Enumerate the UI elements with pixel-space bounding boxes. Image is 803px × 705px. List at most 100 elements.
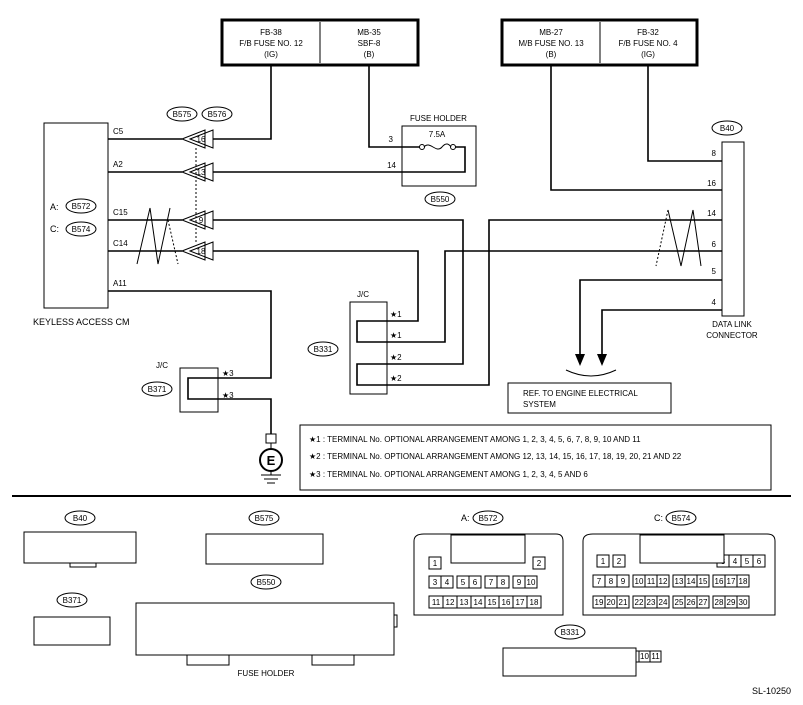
face-b331-pin: 10	[638, 650, 651, 663]
connector-b574-badge	[65, 221, 97, 237]
face-b572-pin-number: 10	[527, 578, 536, 587]
face-b572-pin: 17	[512, 595, 528, 609]
fuse-symbol	[423, 143, 452, 150]
wire-c5	[108, 65, 272, 140]
connector-b575: B575	[173, 110, 192, 119]
fuse-box-left: FB-38 F/B FUSE NO. 12 (IG) MB-35 SBF-8 (…	[220, 18, 420, 67]
face-b331-pin-number: 10	[640, 652, 649, 661]
ref-engine-electrical: REF. TO ENGINE ELECTRICAL SYSTEM	[507, 382, 672, 414]
face-b574-pin: 21	[616, 595, 630, 609]
face-b574-pin: 13	[672, 574, 686, 588]
face-b40-badge	[64, 510, 96, 526]
fuse-fb38-line2: F/B FUSE NO. 12	[239, 39, 303, 48]
face-b574-pin: 11	[644, 574, 658, 588]
face-b371-body	[33, 616, 111, 646]
face-b572-pin-number: 16	[502, 598, 511, 607]
connector-b40: B40	[720, 124, 735, 133]
fuse-fb32-line2: F/B FUSE NO. 4	[618, 39, 678, 48]
face-b572-pin: 7	[484, 575, 498, 589]
face-b572-pin: 14	[470, 595, 486, 609]
fuse-mb35-line2: SBF-8	[358, 39, 381, 48]
face-b574-pin-number: 13	[675, 577, 684, 586]
fuse-mb27-line2: M/B FUSE NO. 13	[518, 39, 584, 48]
connector-b576-badge	[201, 106, 233, 122]
face-b574-pin: 24	[656, 595, 670, 609]
face-b574-pin: 16	[712, 574, 726, 588]
cm-pin-a2: A2	[113, 160, 123, 169]
inline-connector-9: 9	[180, 210, 214, 230]
wire-sbf8	[368, 65, 420, 148]
face-b574-pin-number: 2	[617, 557, 622, 566]
connector-b572: B572	[72, 202, 91, 211]
face-b572-pin-number: 14	[474, 598, 483, 607]
fuse-mb35-line3: (B)	[364, 50, 375, 59]
dlc-pin-14: 14	[707, 209, 716, 218]
face-b572-pin-number: 18	[530, 598, 539, 607]
face-b574-pin-number: 17	[727, 577, 736, 586]
cm-label-c: C:	[50, 224, 59, 234]
face-b574-badge	[665, 510, 697, 526]
face-b575-body	[205, 533, 324, 565]
cm-pin-c14: C14	[113, 239, 128, 248]
jc2-pin-3b: ★3	[222, 391, 234, 400]
joint-connector-b371: J/C ★3 ★3 B371	[141, 361, 272, 434]
face-b331-pin: 11	[649, 650, 662, 663]
dlc-label-line1: DATA LINK	[712, 320, 752, 329]
face-b574-pin-number: 20	[607, 598, 616, 607]
inline-connector-16: 16	[180, 129, 214, 149]
fuse-mb27-line1: MB-27	[539, 28, 563, 37]
face-b574-pin-number: 1	[601, 557, 606, 566]
face-b574-pin: 9	[616, 574, 630, 588]
face-b572-pin-number: 9	[517, 578, 522, 587]
connector-b371: B371	[148, 385, 167, 394]
face-b550-label: B550	[257, 578, 276, 587]
wire-dlc-5	[579, 279, 722, 356]
connector-b575-badge	[166, 106, 198, 122]
connector-b40-badge	[711, 120, 743, 136]
wire-dlc-16	[550, 65, 722, 191]
face-b572-pin-number: 4	[445, 578, 450, 587]
face-b572-pin-number: 7	[489, 578, 494, 587]
fuse-mb35-line1: MB-35	[357, 28, 381, 37]
face-b572-prefix: A:	[461, 513, 470, 523]
connector-b572-badge	[65, 198, 97, 214]
wire-c15	[108, 219, 464, 365]
face-b574-pin-number: 27	[699, 598, 708, 607]
fuse-holder-pin-3: 3	[389, 135, 394, 144]
face-b574-pin: 20	[604, 595, 618, 609]
ref-line2: SYSTEM	[523, 400, 556, 409]
face-b574-pin-number: 26	[687, 598, 696, 607]
fuse-fb38-line1: FB-38	[260, 28, 282, 37]
fuse-holder: FUSE HOLDER 7.5A 3 14 B550	[368, 65, 477, 207]
face-b572-pin: 10	[524, 575, 538, 589]
wire-a11	[108, 290, 272, 379]
face-b371-label: B371	[63, 596, 82, 605]
diagram-code: SL-10250	[752, 686, 791, 696]
face-b572-pin-number: 17	[516, 598, 525, 607]
fuse-holder-title: FUSE HOLDER	[410, 114, 467, 123]
face-b572-pin-number: 5	[461, 578, 466, 587]
face-b574-pin: 2	[612, 554, 626, 568]
face-b574-pin: 8	[604, 574, 618, 588]
face-b574-pin-number: 30	[739, 598, 748, 607]
ref-line1: REF. TO ENGINE ELECTRICAL	[523, 389, 638, 398]
face-b572-pin-number: 6	[473, 578, 478, 587]
dlc-pin-16: 16	[707, 179, 716, 188]
face-b572-pin-number: 3	[433, 578, 438, 587]
face-b574-label: B574	[672, 514, 691, 523]
jc1-label: J/C	[357, 290, 369, 299]
face-b574-pin: 26	[684, 595, 698, 609]
shield-arc	[565, 369, 617, 377]
dlc-pin-5: 5	[712, 267, 717, 276]
wire-dlc-14	[387, 219, 722, 386]
face-b574-pin: 25	[672, 595, 686, 609]
face-b574-pin-number: 12	[659, 577, 668, 586]
connector-b371-badge	[141, 381, 173, 397]
wire-dlc-8	[647, 65, 722, 162]
cm-pin-c15: C15	[113, 208, 128, 217]
cm-title: KEYLESS ACCESS CM	[33, 317, 130, 327]
face-b574-pin-number: 24	[659, 598, 668, 607]
jc1-pin-2a: ★2	[390, 353, 402, 362]
face-b572-pin: 8	[496, 575, 510, 589]
face-b572-body	[413, 533, 564, 616]
